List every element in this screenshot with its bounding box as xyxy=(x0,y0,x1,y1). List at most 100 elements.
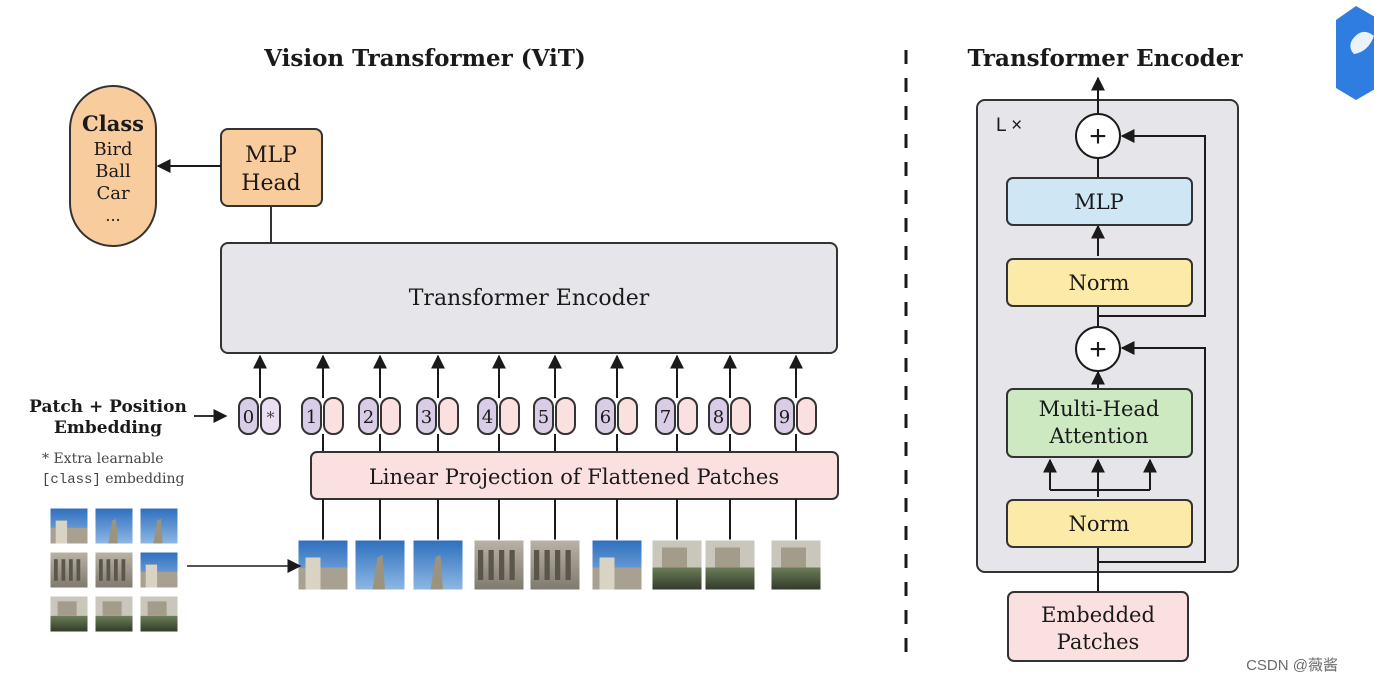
token-8: 8 xyxy=(708,354,751,452)
embedded-line1: Embedded xyxy=(1041,603,1155,627)
position-index-label: 0 xyxy=(243,407,254,428)
plus-symbol-bottom: + xyxy=(1089,333,1107,366)
repeat-label: L × xyxy=(996,115,1022,136)
patch-thumbnail-7 xyxy=(651,539,703,591)
class-item-ellipsis: ... xyxy=(105,206,120,225)
position-index-label: 6 xyxy=(600,407,611,428)
mlp-head-line1: MLP xyxy=(245,143,297,168)
source-tile-3 xyxy=(139,507,179,545)
logo-badge-icon xyxy=(1336,6,1374,100)
patch-embedding-pill xyxy=(555,397,576,435)
position-embedding-pill xyxy=(533,397,554,435)
patch-embedding-pill xyxy=(438,397,459,435)
patch-embedding-pill xyxy=(730,397,751,435)
position-embedding-pill xyxy=(708,397,729,435)
mlp-head-box: MLP Head xyxy=(220,128,323,207)
patch-thumbnail-8 xyxy=(704,539,756,591)
token-1: 1 xyxy=(301,354,344,452)
position-embedding-pill xyxy=(655,397,676,435)
source-tile-5 xyxy=(94,551,134,589)
position-index-label: 7 xyxy=(660,407,671,428)
embedded-line2: Patches xyxy=(1057,630,1140,654)
watermark: CSDN @薇酱 xyxy=(1246,657,1338,674)
patch-embedding-pill xyxy=(677,397,698,435)
patch-embedding-pill xyxy=(499,397,520,435)
token-6: 6 xyxy=(595,354,638,452)
token-9: 9 xyxy=(774,354,817,452)
position-index-label: 2 xyxy=(363,407,374,428)
position-embedding-pill xyxy=(416,397,437,435)
patch-thumbnail-5 xyxy=(529,539,581,591)
mha-line2: Attention xyxy=(1049,424,1149,448)
patch-embedding-pill xyxy=(796,397,817,435)
position-embedding-pill xyxy=(477,397,498,435)
encoder-norm-bottom-box: Norm xyxy=(1006,499,1193,548)
source-tile-1 xyxy=(49,507,89,545)
encoder-title: Transformer Encoder xyxy=(967,45,1243,72)
linear-projection-label: Linear Projection of Flattened Patches xyxy=(369,465,779,489)
vit-title: Vision Transformer (ViT) xyxy=(263,45,586,72)
token-0: 0* xyxy=(238,354,281,435)
extra-note-line1: * Extra learnable xyxy=(42,451,164,467)
encoder-norm-top-box: Norm xyxy=(1006,258,1193,307)
source-tile-7 xyxy=(49,595,89,633)
residual-add-top: + xyxy=(1075,113,1121,159)
patch-embedding-pill xyxy=(323,397,344,435)
mha-line1: Multi-Head xyxy=(1039,397,1160,421)
residual-path-lower xyxy=(1098,341,1206,563)
class-item-car: Car xyxy=(96,183,130,204)
extra-note-rest: embedding xyxy=(101,471,185,487)
patch-thumbnail-2 xyxy=(354,539,406,591)
source-tile-4 xyxy=(49,551,89,589)
position-index-label: 3 xyxy=(421,407,432,428)
plus-symbol-top: + xyxy=(1089,120,1107,153)
position-index-label: 8 xyxy=(713,407,724,428)
patch-thumbnail-3 xyxy=(412,539,464,591)
extra-note-code: [class] xyxy=(42,472,101,488)
patch-embedding-pill xyxy=(617,397,638,435)
encoder-norm-bottom-label: Norm xyxy=(1069,512,1130,536)
patch-thumbnail-6 xyxy=(591,539,643,591)
position-embedding-pill xyxy=(774,397,795,435)
patch-embedding-pill xyxy=(380,397,401,435)
linear-projection-box: Linear Projection of Flattened Patches xyxy=(310,451,839,500)
residual-add-bottom: + xyxy=(1075,326,1121,372)
patch-thumbnail-1 xyxy=(297,539,349,591)
token-2: 2 xyxy=(358,354,401,452)
source-tile-9 xyxy=(139,595,179,633)
encoder-mlp-box: MLP xyxy=(1006,177,1193,226)
embedded-patches-box: Embedded Patches xyxy=(1007,591,1189,662)
position-index-label: 9 xyxy=(779,407,790,428)
position-embedding-pill xyxy=(595,397,616,435)
transformer-encoder-label: Transformer Encoder xyxy=(409,286,650,311)
token-5: 5 xyxy=(533,354,576,452)
source-image-grid xyxy=(49,507,179,633)
encoder-mlp-label: MLP xyxy=(1074,190,1124,214)
patch-thumbnail-9 xyxy=(770,539,822,591)
patch-position-label-line1: Patch + Position xyxy=(29,397,187,417)
position-index-label: 5 xyxy=(538,407,549,428)
position-index-label: 4 xyxy=(482,407,493,428)
extra-token-marker: * xyxy=(267,408,275,427)
token-4: 4 xyxy=(477,354,520,452)
class-heading: Class xyxy=(82,111,144,136)
position-embedding-pill xyxy=(238,397,259,435)
class-token-pill xyxy=(260,397,281,435)
position-index-label: 1 xyxy=(306,407,317,428)
residual-path-upper xyxy=(1098,129,1206,317)
extra-note-line2: [class] embedding xyxy=(42,471,184,488)
position-embedding-pill xyxy=(301,397,322,435)
class-item-bird: Bird xyxy=(93,139,132,160)
patch-position-label-line2: Embedding xyxy=(54,418,162,438)
source-tile-8 xyxy=(94,595,134,633)
class-output-box: Class Bird Ball Car ... xyxy=(69,85,157,247)
transformer-encoder-box: Transformer Encoder xyxy=(220,242,838,354)
position-embedding-pill xyxy=(358,397,379,435)
source-tile-2 xyxy=(94,507,134,545)
flattened-patch-row xyxy=(297,499,822,591)
mlp-head-line2: Head xyxy=(241,171,300,196)
token-7: 7 xyxy=(655,354,698,452)
source-tile-6 xyxy=(139,551,179,589)
